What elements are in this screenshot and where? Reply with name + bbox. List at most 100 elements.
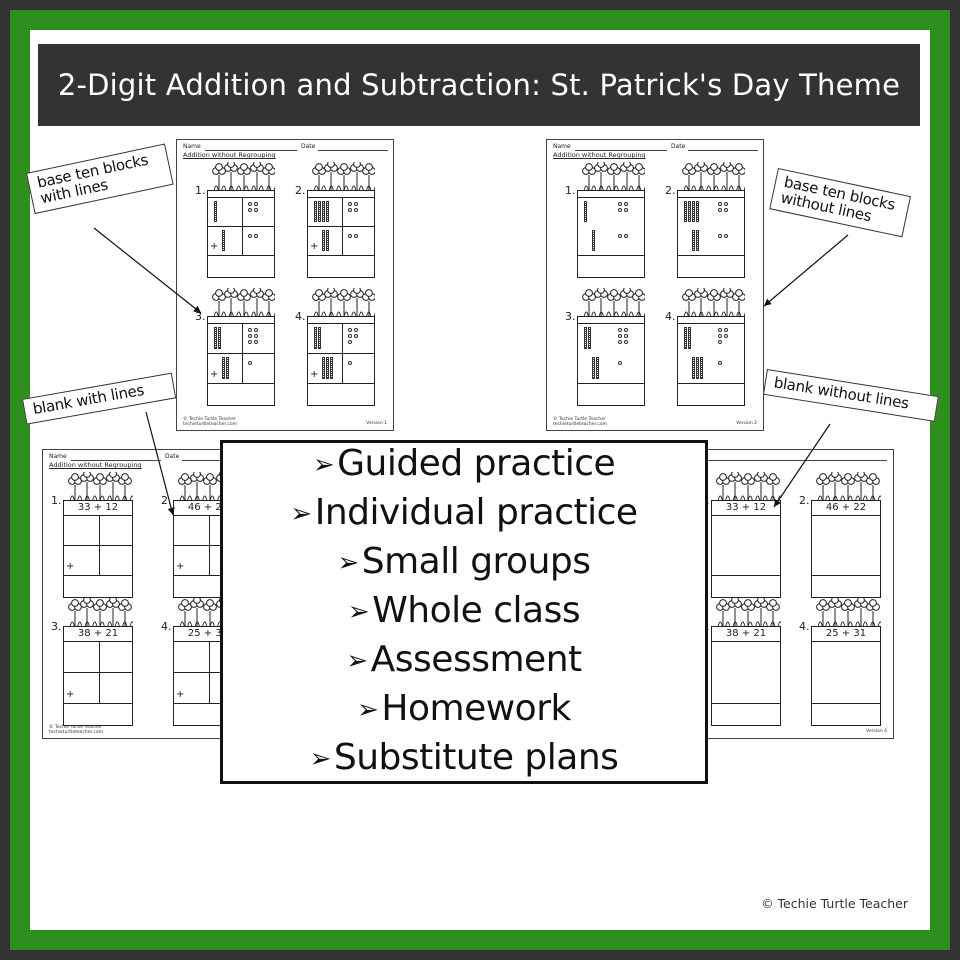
ten-rod-icon (226, 357, 229, 379)
problem-number: 3. (565, 310, 576, 323)
ten-rod-icon (218, 327, 221, 349)
shamrock-flowers-icon (716, 598, 781, 628)
ten-rod-icon (314, 201, 317, 222)
shamrock-flowers-icon (816, 598, 881, 628)
flower-pot-box: 25 + 31 (811, 626, 881, 726)
problem-number: 1. (51, 494, 62, 507)
ten-rod-icon (596, 357, 599, 379)
unit-cube-icon (718, 361, 722, 365)
unit-cube-icon (348, 234, 352, 238)
worksheet-footer-url: techieturtleteacher.com (49, 729, 103, 735)
shamrock-flowers-icon (312, 162, 375, 192)
worksheet-subtitle: Addition without Regrouping (49, 461, 142, 469)
problem-equation: 25 + 31 (187, 628, 229, 639)
ten-rod-icon (222, 230, 225, 251)
arrow-bullet-icon: ➢ (312, 449, 335, 480)
arrow-bullet-icon: ➢ (337, 547, 359, 578)
use-list-item: ➢Substitute plans (310, 735, 619, 784)
ten-rod-icon (692, 230, 695, 251)
shamrock-flowers-icon (682, 288, 745, 318)
use-list-label: Assessment (370, 638, 582, 680)
problem-number: 3. (51, 620, 62, 633)
worksheet-footer: © Techie Turtle Teacher (553, 417, 606, 422)
use-list-label: Homework (381, 687, 571, 729)
use-list-label: Individual practice (314, 491, 638, 533)
unit-cube-icon (718, 234, 722, 238)
worksheet-problem: 3.38 + 21+ (51, 598, 135, 728)
worksheet-problem: 1. (565, 162, 647, 280)
unit-cube-icon (248, 208, 252, 212)
plus-sign: + (66, 561, 75, 572)
worksheet-problem: 1.+ (195, 162, 277, 280)
ten-rod-icon (696, 201, 699, 222)
unit-cube-icon (718, 334, 722, 338)
plus-sign: + (210, 241, 219, 252)
name-label: Name (553, 143, 571, 150)
white-panel: 2-Digit Addition and Subtraction: St. Pa… (22, 30, 939, 930)
problem-number: 4. (295, 310, 306, 323)
worksheet-problem: 1. 33 + 12 + (51, 472, 135, 600)
shamrock-flowers-icon (68, 598, 133, 628)
version-label: Version 4 (866, 729, 887, 734)
use-list-item: ➢Guided practice (312, 441, 616, 490)
shamrock-flowers-icon (312, 288, 375, 318)
flower-pot-box: 38 + 21+ (63, 626, 133, 726)
worksheet-base-ten-with-lines: Name Date Addition without Regrouping © … (176, 139, 394, 431)
arrow-bullet-icon: ➢ (347, 596, 370, 627)
plus-sign: + (176, 561, 185, 572)
unit-cube-icon (348, 361, 352, 365)
problem-number: 2. (161, 494, 172, 507)
flower-pot-box: + (307, 316, 375, 406)
unit-cube-icon (354, 234, 358, 238)
shamrock-flowers-icon (816, 472, 881, 502)
unit-cube-icon (254, 202, 258, 206)
ten-rod-icon (318, 327, 321, 349)
unit-cube-icon (618, 234, 622, 238)
flower-pot-box (577, 190, 645, 278)
problem-equation: 33 + 12 (725, 502, 767, 513)
ten-rod-icon (322, 357, 325, 379)
callout-blank-with-lines: blank with lines (22, 372, 177, 425)
ten-rod-icon (692, 201, 695, 222)
unit-cube-icon (348, 328, 352, 332)
unit-cube-icon (724, 208, 728, 212)
unit-cube-icon (248, 361, 252, 365)
plus-sign: + (66, 689, 75, 700)
flower-pot-box: + (307, 190, 375, 278)
worksheet-base-ten-without-lines: Name Date Addition without Regrouping © … (546, 139, 764, 431)
name-label: Name (183, 143, 201, 150)
copyright-text: © Techie Turtle Teacher (761, 896, 908, 911)
worksheet-problem: 4.25 + 31 (799, 598, 883, 728)
worksheet-problem: 2. (665, 162, 747, 280)
unit-cube-icon (724, 234, 728, 238)
unit-cube-icon (348, 340, 352, 344)
unit-cube-icon (624, 208, 628, 212)
title-banner: 2-Digit Addition and Subtraction: St. Pa… (38, 44, 920, 126)
callout-base-ten-with-lines: base ten blocks with lines (26, 143, 174, 214)
problem-equation: 33 + 12 (77, 502, 119, 513)
unit-cube-icon (354, 202, 358, 206)
problem-number: 4. (665, 310, 676, 323)
date-label: Date (165, 453, 180, 460)
unit-cube-icon (248, 328, 252, 332)
unit-cube-icon (254, 334, 258, 338)
ten-rod-icon (330, 357, 333, 379)
date-label: Date (671, 143, 686, 150)
ten-rod-icon (584, 201, 587, 222)
unit-cube-icon (618, 208, 622, 212)
title-text: 2-Digit Addition and Subtraction: St. Pa… (57, 68, 901, 102)
arrow-bullet-icon: ➢ (309, 743, 332, 774)
problem-number: 2. (799, 494, 810, 507)
unit-cube-icon (348, 208, 352, 212)
unit-cube-icon (624, 234, 628, 238)
unit-cube-icon (624, 328, 628, 332)
shamrock-flowers-icon (582, 288, 645, 318)
problem-equation: 46 + 22 (825, 502, 867, 513)
use-list-item: ➢Assessment (346, 637, 582, 686)
use-list-label: Guided practice (337, 442, 616, 484)
flower-pot-box (577, 316, 645, 406)
shamrock-flowers-icon (582, 162, 645, 192)
plus-sign: + (176, 689, 185, 700)
plus-sign: + (310, 369, 319, 380)
ten-rod-icon (692, 357, 695, 379)
